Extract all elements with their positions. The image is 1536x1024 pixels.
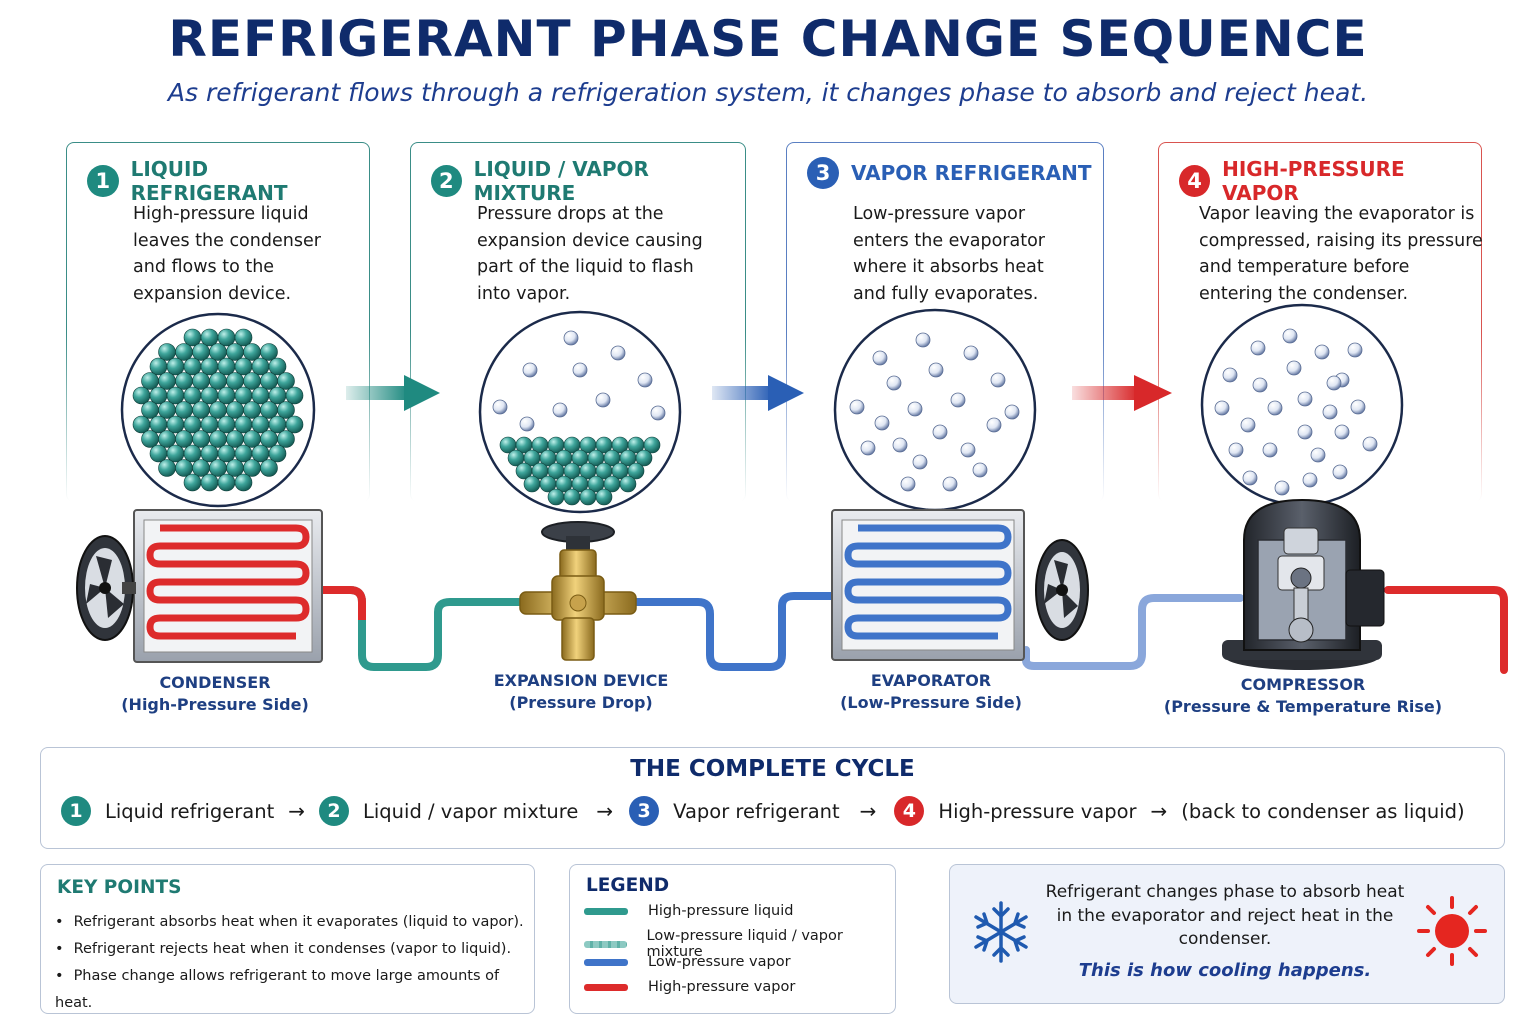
arrow-right-icon: → [288, 799, 306, 823]
stage-title: VAPOR REFRIGERANT [851, 161, 1092, 185]
component-label-compressor: COMPRESSOR(Pressure & Temperature Rise) [1163, 675, 1443, 716]
complete-cycle-panel: THE COMPLETE CYCLE 1 Liquid refrigerant … [40, 747, 1505, 849]
list-item: Phase change allows refrigerant to move … [55, 963, 534, 1017]
step-number-badge: 4 [1179, 165, 1211, 197]
legend-label: High-pressure vapor [648, 979, 796, 995]
expansion-valve [519, 521, 637, 661]
step-number-badge: 1 [87, 165, 119, 197]
step-number-badge: 1 [61, 796, 91, 826]
legend-label: High-pressure liquid [648, 903, 794, 919]
note-text: Refrigerant changes phase to absorb heat… [1045, 882, 1405, 949]
step-number-badge: 4 [894, 796, 925, 826]
key-points-title: KEY POINTS [57, 877, 182, 898]
cycle-title: THE COMPLETE CYCLE [630, 756, 915, 782]
key-points-list: Refrigerant absorbs heat when it evapora… [55, 909, 534, 1017]
step-number-badge: 3 [807, 157, 839, 189]
stage-description: High-pressure liquid leaves the condense… [133, 204, 321, 304]
arrow-right-icon: → [859, 799, 877, 823]
stage-description: Low-pressure vapor enters the evaporator… [853, 204, 1045, 304]
stage-title: LIQUID / VAPOR MIXTURE [473, 157, 649, 205]
stage-panel-mixture: 2 LIQUID / VAPOR MIXTURE Pressure drops … [409, 142, 747, 502]
legend-swatch [584, 940, 627, 948]
step-number-badge: 2 [431, 165, 462, 197]
cycle-sequence: 1 Liquid refrigerant → 2 Liquid / vapor … [61, 796, 1465, 826]
arrow-right-icon: → [596, 799, 614, 823]
legend-item: High-pressure vapor [584, 979, 795, 995]
step-number-badge: 2 [319, 796, 350, 826]
fan-icon [1035, 539, 1089, 641]
legend-item: Low-pressure vapor [584, 954, 791, 970]
stage-title: HIGH-PRESSURE VAPOR [1222, 157, 1405, 205]
legend-panel: LEGEND High-pressure liquid Low-pressure… [569, 864, 896, 1014]
stage-description: Pressure drops at the expansion device c… [477, 204, 703, 304]
note-emphasis: This is how cooling happens. [1078, 960, 1372, 981]
summary-note-panel: Refrigerant changes phase to absorb heat… [949, 864, 1505, 1004]
step-number-badge: 3 [629, 796, 660, 826]
stage-title: LIQUID REFRIGERANT [130, 157, 288, 205]
page-subtitle: As refrigerant flows through a refrigera… [167, 78, 1369, 107]
legend-label: Low-pressure vapor [648, 954, 791, 970]
legend-title: LEGEND [586, 875, 670, 896]
legend-swatch [584, 983, 628, 991]
cycle-step-label: Vapor refrigerant [673, 799, 840, 823]
component-label-evaporator: EVAPORATOR(Low-Pressure Side) [840, 671, 1022, 712]
snowflake-icon [974, 901, 1028, 963]
page-title: REFRIGERANT PHASE CHANGE SEQUENCE [168, 10, 1368, 68]
list-item: Refrigerant absorbs heat when it evapora… [55, 909, 534, 936]
stage-panel-high-pressure-vapor: 4 HIGH-PRESSURE VAPOR Vapor leaving the … [1157, 142, 1483, 502]
cycle-step-label: Liquid refrigerant [105, 799, 275, 823]
key-points-panel: KEY POINTS Refrigerant absorbs heat when… [40, 864, 535, 1014]
stage-description: Vapor leaving the evaporator is compress… [1199, 204, 1483, 304]
condenser-unit [76, 509, 323, 663]
stage-panel-vapor: 3 VAPOR REFRIGERANT Low-pressure vapor e… [785, 142, 1105, 502]
arrow-right-icon: → [1150, 799, 1168, 823]
list-item: Refrigerant rejects heat when it condens… [55, 936, 534, 963]
component-label-expansion-device: EXPANSION DEVICE(Pressure Drop) [493, 671, 669, 712]
legend-swatch [584, 907, 628, 915]
cycle-tail-label: (back to condenser as liquid) [1181, 799, 1465, 823]
component-label-condenser: CONDENSER(High-Pressure Side) [121, 673, 309, 714]
compressor-unit [1222, 498, 1385, 670]
evaporator-unit [831, 509, 1089, 661]
fan-icon [76, 535, 136, 641]
legend-item: Low-pressure liquid / vapor mixture [584, 928, 895, 960]
cycle-step-label: Liquid / vapor mixture [363, 799, 579, 823]
sun-icon [1417, 896, 1487, 966]
stage-panel-liquid: 1 LIQUID REFRIGERANT High-pressure liqui… [65, 142, 371, 502]
legend-label: Low-pressure liquid / vapor mixture [646, 928, 843, 960]
legend-item: High-pressure liquid [584, 903, 793, 919]
legend-swatch [584, 958, 628, 966]
cycle-step-label: High-pressure vapor [938, 799, 1137, 823]
